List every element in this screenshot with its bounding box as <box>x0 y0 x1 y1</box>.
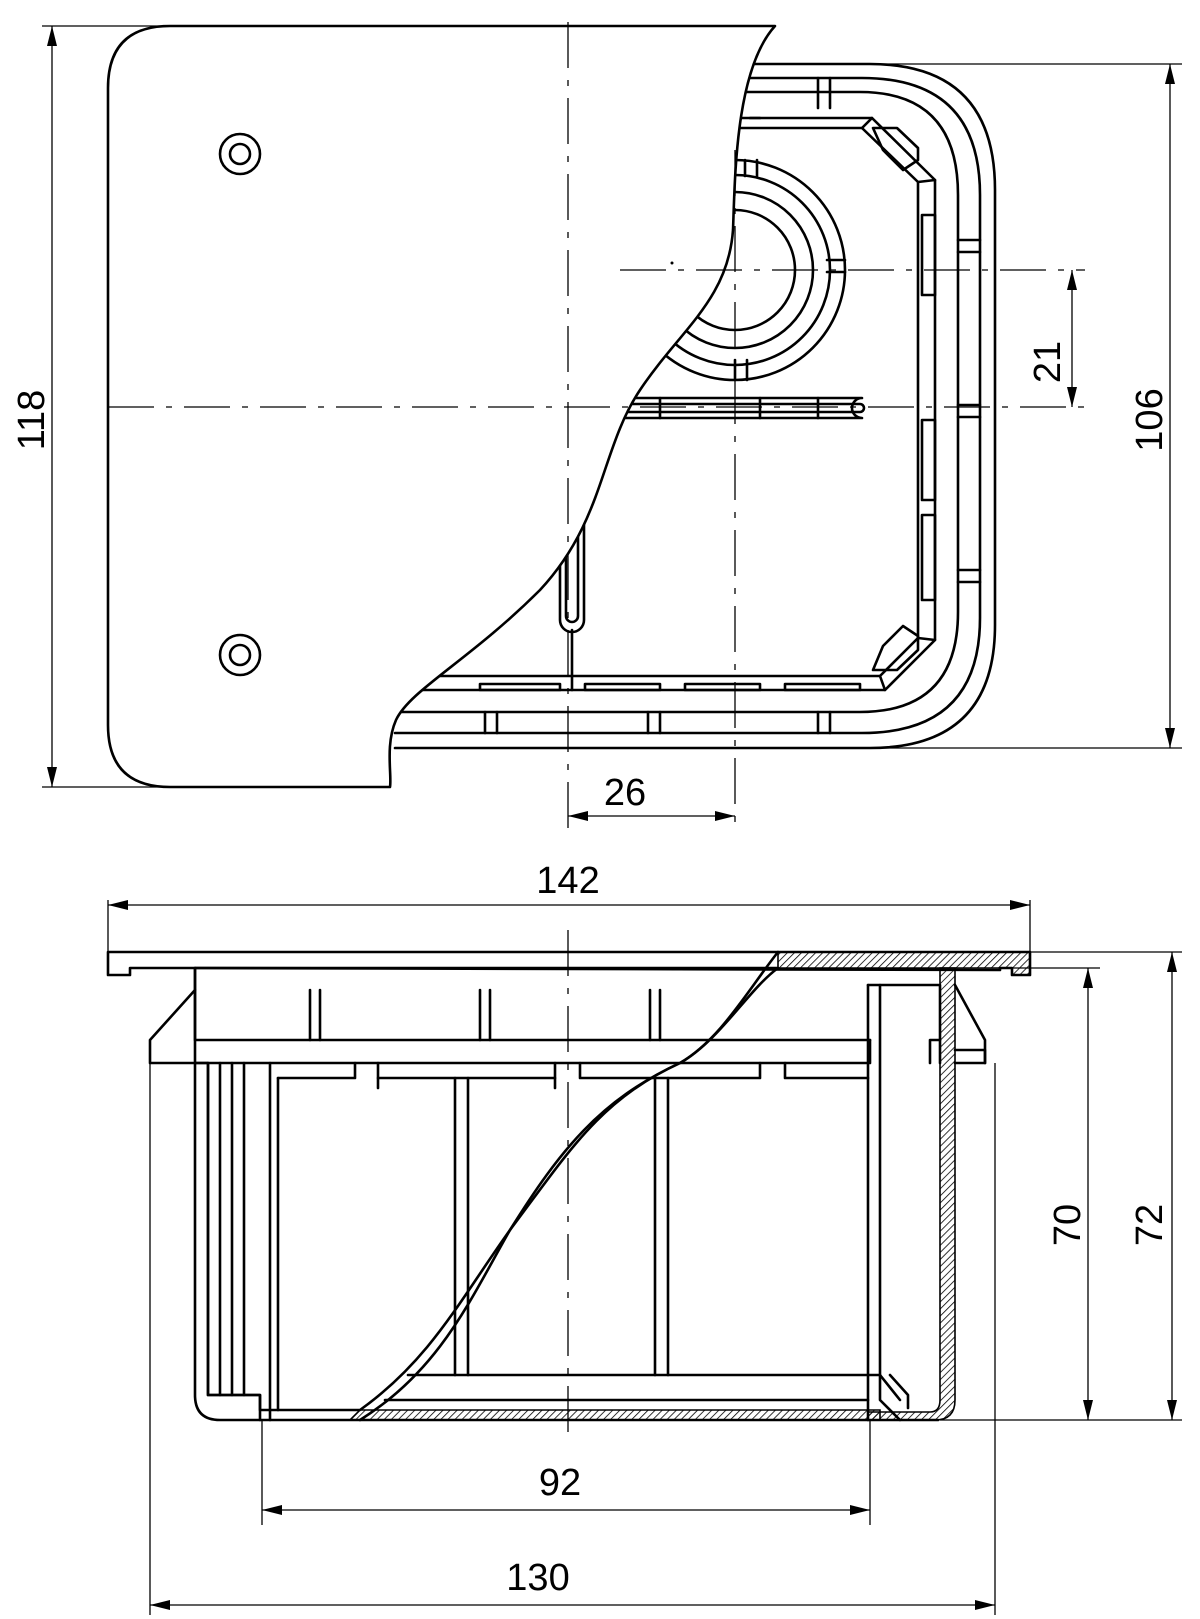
screw-hole-top <box>218 132 262 176</box>
screw-hole-bottom <box>218 633 262 677</box>
dimension-label-106: 106 <box>1129 388 1171 451</box>
dimension-label-72: 72 <box>1129 1204 1171 1246</box>
bottom-section <box>348 1409 881 1421</box>
dimension-118: 118 <box>11 25 170 788</box>
dimension-label-142: 142 <box>536 860 599 902</box>
lid-section <box>777 951 1031 976</box>
dimension-label-118: 118 <box>11 390 53 451</box>
dimension-26: 26 <box>568 772 735 821</box>
side-view: 142 70 72 92 130 <box>106 860 1182 1615</box>
dimension-label-21: 21 <box>1027 341 1069 383</box>
lid-cut-side <box>193 966 780 1412</box>
dimension-label-130: 130 <box>506 1557 569 1599</box>
dimension-92: 92 <box>261 1420 871 1525</box>
dimension-label-92: 92 <box>539 1462 581 1504</box>
dimension-106: 106 <box>870 63 1182 749</box>
dimension-label-26: 26 <box>604 772 646 814</box>
dimension-21: 21 <box>1027 270 1077 407</box>
dimension-142: 142 <box>107 860 1031 952</box>
dimension-label-70: 70 <box>1047 1204 1089 1246</box>
dimension-72: 72 <box>940 951 1182 1421</box>
top-view: 118 106 21 26 <box>11 22 1182 830</box>
dimension-130: 130 <box>149 1063 996 1615</box>
dimension-70: 70 <box>1012 967 1100 1420</box>
